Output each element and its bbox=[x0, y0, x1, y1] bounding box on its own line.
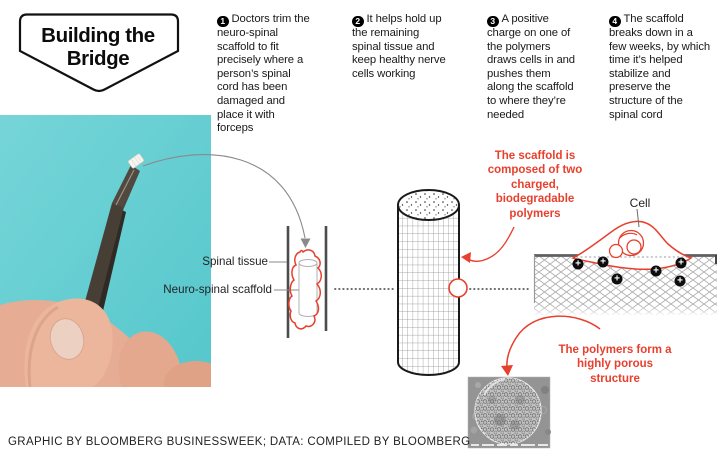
background-finger bbox=[164, 361, 211, 387]
positive-charge-icon: + bbox=[611, 273, 623, 285]
page-title-line2: Bridge bbox=[66, 47, 130, 70]
thumb-shading bbox=[27, 305, 59, 387]
step-4-text: The scaffold breaks down in a few weeks,… bbox=[609, 13, 711, 121]
spinal-tissue-walls bbox=[286, 226, 328, 338]
porous-arrow bbox=[501, 315, 601, 376]
forceps-front-prong bbox=[84, 203, 124, 308]
cell-leader bbox=[636, 208, 640, 228]
title-banner bbox=[18, 13, 180, 93]
scaffold-cylinder bbox=[397, 189, 460, 376]
positive-charge-icon: + bbox=[572, 258, 584, 270]
magnifier-circle bbox=[448, 278, 468, 298]
neuro-spinal-scaffold-label: Neuro-spinal scaffold bbox=[163, 283, 272, 296]
step-1-text: Doctors trim the neuro-spinal scaffold t… bbox=[217, 13, 310, 135]
forceps-highlight bbox=[115, 169, 135, 206]
cell-label: Cell bbox=[629, 196, 651, 210]
scaffold-sample bbox=[127, 153, 145, 169]
positive-charge-icon: + bbox=[675, 257, 687, 269]
sem-micrograph bbox=[467, 376, 551, 449]
implanted-scaffold bbox=[288, 249, 322, 330]
sem-caption-bar bbox=[471, 444, 548, 446]
step-3-text: A positive charge on one of the polymers… bbox=[487, 13, 575, 121]
credit-line: GRAPHIC BY BLOOMBERG BUSINESSWEEK; DATA:… bbox=[8, 436, 471, 448]
step-1-number-icon: 1 bbox=[217, 16, 229, 28]
index-finger bbox=[118, 331, 182, 387]
scaffold-composition-callout: The scaffold is composed of two charged,… bbox=[487, 150, 583, 220]
spinal-tissue-label: Spinal tissue bbox=[202, 255, 268, 268]
positive-charge-icon: + bbox=[674, 275, 686, 287]
thumb-nail bbox=[49, 318, 85, 360]
forceps-photo bbox=[0, 115, 211, 387]
step-2-number-icon: 2 bbox=[352, 16, 364, 28]
page-title: Building the Bridge bbox=[18, 24, 178, 70]
positive-charge-icon: + bbox=[650, 265, 662, 277]
step-2-text: It helps hold up the remaining spinal ti… bbox=[352, 13, 446, 80]
cell-illustration bbox=[571, 208, 693, 270]
scaffold-red-outline bbox=[288, 249, 322, 330]
composition-arrow bbox=[461, 226, 515, 263]
step-4-number-icon: 4 bbox=[609, 16, 621, 28]
transfer-arrow bbox=[142, 154, 311, 248]
porous-structure-callout: The polymers form a highly porous struct… bbox=[558, 344, 672, 385]
positive-charge-icon: + bbox=[597, 256, 609, 268]
page-title-line1: Building the bbox=[41, 24, 155, 47]
step-3-number-icon: 3 bbox=[487, 16, 499, 28]
